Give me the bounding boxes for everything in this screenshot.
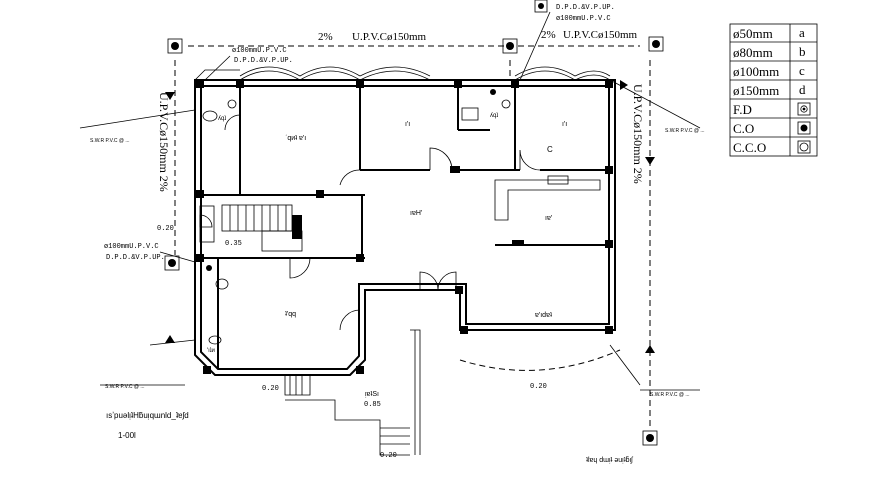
legend-row-label: ø150mm xyxy=(733,83,779,98)
doors xyxy=(199,114,541,331)
room-label-hall: ıɐH' xyxy=(410,210,422,217)
legend-symbol-c: c xyxy=(799,63,805,78)
leader-lines xyxy=(79,11,701,391)
room-label-bath-2: ʎqʇ xyxy=(490,113,498,119)
legend-table: ø50mm ø80mm ø100mm ø150mm F.D C.O C.C.O … xyxy=(729,23,818,157)
connection-note-left: S.W.R P.V.C @ ... xyxy=(90,138,130,144)
concealed-cleanout-symbol-icon xyxy=(797,140,811,154)
legend-row-label: ø100mm xyxy=(733,64,779,79)
columns xyxy=(196,80,613,374)
level-marker: 0.20 xyxy=(380,452,397,460)
room-label-bedroom-1: ʿqᴎʇ ɐ'ı xyxy=(285,134,306,142)
floor-drain-symbol-icon xyxy=(797,102,811,116)
exterior-steps xyxy=(284,329,421,456)
dpd-top-left-2: D.P.D.&V.P.UP. xyxy=(234,57,293,65)
level-markers: 0.20 0.35 0.20 0.85 0.20 0.20 xyxy=(157,225,547,460)
dpd-mid-left-2: D.P.D.&V.P.UP. xyxy=(106,254,165,262)
connection-note-bottom-left: S.W.R P.V.C @ ... xyxy=(105,384,145,390)
room-label-lower-right: ɐ'ıdɐʇ xyxy=(535,312,552,319)
floor-drain-icon xyxy=(534,0,548,13)
mirrored-bottom-right: ʇlɐɥ dɯᴉʇ ǝuᴉʇƃᴉʃ xyxy=(586,457,634,464)
cleanout-symbol-icon xyxy=(797,121,811,135)
room-label-stair-mid: ᴉɐʇSı xyxy=(365,391,379,398)
manhole-icon xyxy=(502,38,518,54)
room-label-kitchen: ıɐ' xyxy=(545,215,552,222)
dpd-mid-left-1: ø100mmU.P.V.C xyxy=(104,243,159,251)
interior-walls xyxy=(195,86,609,369)
room-label-stair-left: 'ıʇᴎ xyxy=(207,348,215,354)
legend-symbol-d: d xyxy=(799,82,806,97)
top-slope-left: 2% xyxy=(318,31,333,43)
manhole-icons xyxy=(164,0,664,446)
dpd-top-right-2: ø100mmU.P.V.C xyxy=(556,15,611,23)
drainage-lines xyxy=(174,45,651,430)
level-marker: 0.85 xyxy=(364,401,381,409)
manhole-icon xyxy=(164,255,180,271)
left-pipe-label: U.P.V.Cø150mm 2% xyxy=(157,92,171,192)
legend-row-label: C.O xyxy=(733,121,754,136)
legend-symbol-a: a xyxy=(799,25,805,40)
legend-row-label: ø50mm xyxy=(733,26,773,41)
connection-note-bottom-right: S.W.R P.V.C @ ... xyxy=(650,392,690,398)
manhole-icon xyxy=(167,38,183,54)
top-pipe-right: U.P.V.Cø150mm xyxy=(563,29,638,41)
right-pipe-label: U.P.V.Cø150mm 2% xyxy=(631,84,645,184)
flow-arrows xyxy=(165,80,655,353)
vertical-pipe-labels: U.P.V.Cø150mm 2% U.P.V.Cø150mm 2% xyxy=(157,84,645,192)
mirrored-title-number: 1-00l xyxy=(118,431,136,440)
level-marker: 0.20 xyxy=(262,385,279,393)
room-label-bedroom-3: ı'ı xyxy=(562,121,567,128)
legend-row-label: F.D xyxy=(733,102,752,117)
room-label-lower-left: ʇ'qq xyxy=(285,311,296,318)
letter-c: C xyxy=(547,145,553,154)
legend-row-label: C.C.O xyxy=(733,140,766,155)
level-marker: 0.35 xyxy=(225,240,242,248)
staircase xyxy=(221,204,303,252)
room-label-bath-1: ʎqʇ xyxy=(218,116,226,122)
room-label-bedroom-2: ı'ı xyxy=(405,121,410,128)
mirrored-title: ısʼpuǝlᴉʇHƃuᴉqɯnld_ʇɐʃd xyxy=(106,411,189,420)
connection-note-right: S.W.R P.V.C @ ... xyxy=(665,128,705,134)
dpd-top-left-1: ø100mmU.P.V.C xyxy=(232,47,287,55)
level-marker: 0.20 xyxy=(530,383,547,391)
top-slope-right: 2% xyxy=(541,29,556,41)
legend-row-label: ø80mm xyxy=(733,45,773,60)
top-pipe-left: U.P.V.Cø150mm xyxy=(352,31,427,43)
manhole-icon xyxy=(648,36,664,52)
dpd-top-right-1: D.P.D.&V.P.UP. xyxy=(556,4,615,12)
legend-symbol-b: b xyxy=(799,44,806,59)
manhole-icon xyxy=(642,430,658,446)
level-marker: 0.20 xyxy=(157,225,174,233)
bath-fixtures xyxy=(202,89,569,345)
